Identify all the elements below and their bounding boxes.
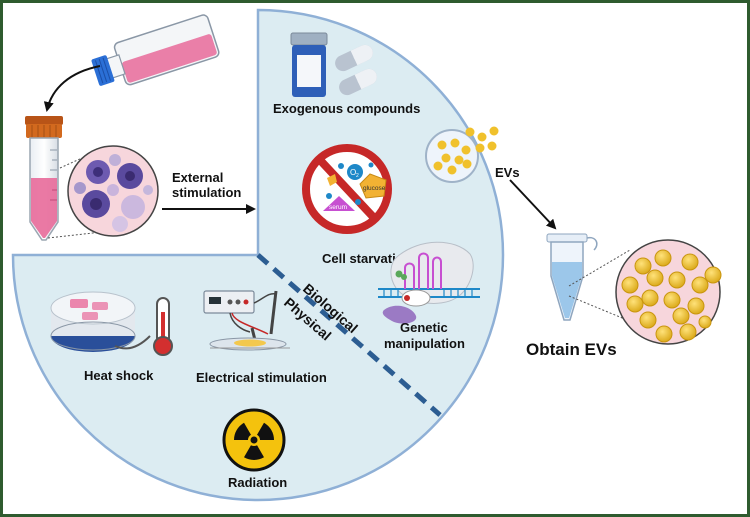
category-divider [256,253,442,417]
zoom-line-bottom [47,231,103,239]
cell-starvation-label: Cell starvation [322,251,412,266]
no-sign-icon: O 2 glucose serum [302,144,392,234]
electrical-device-icon [203,290,290,351]
thermometer-icon [153,297,173,356]
ev-particles [465,126,499,153]
petri-dish-icon [425,129,479,183]
microtube-icon [546,233,598,321]
centrifuge-tube-icon [25,116,63,241]
o2-subscript: 2 [356,173,359,179]
radiation-icon [222,408,286,472]
evs-label: EVs [495,165,520,180]
genetic-label-1: Genetic [400,320,448,335]
pill-bottle-icon [290,32,328,97]
microtube-zoom-line-bottom [568,295,633,323]
incubator-icon [50,291,151,352]
ev-circle-icon [615,239,722,345]
o2-label: O [350,168,356,177]
radiation-label: Radiation [228,475,287,490]
stimulation-sector [11,8,505,502]
cell-culture-circle-icon [67,145,159,237]
zoom-line-top [59,157,83,169]
flask-to-tube-arrow [43,65,101,112]
exogenous-compounds-label: Exogenous compounds [273,101,420,116]
serum-label: serum [329,204,347,211]
electrical-stimulation-label: Electrical stimulation [196,370,327,385]
genetic-label-2: manipulation [384,336,465,351]
evs-to-tube-arrow [509,179,557,230]
glucose-label: glucose [363,185,386,192]
heat-shock-label: Heat shock [84,368,154,383]
obtain-evs-label: Obtain EVs [526,340,617,359]
external-stimulation-label-2: stimulation [172,185,241,200]
dna-icon [378,241,480,324]
external-stimulation-label-1: External [172,170,223,185]
culture-flask-icon [91,14,220,86]
capsule-icon [335,44,377,96]
